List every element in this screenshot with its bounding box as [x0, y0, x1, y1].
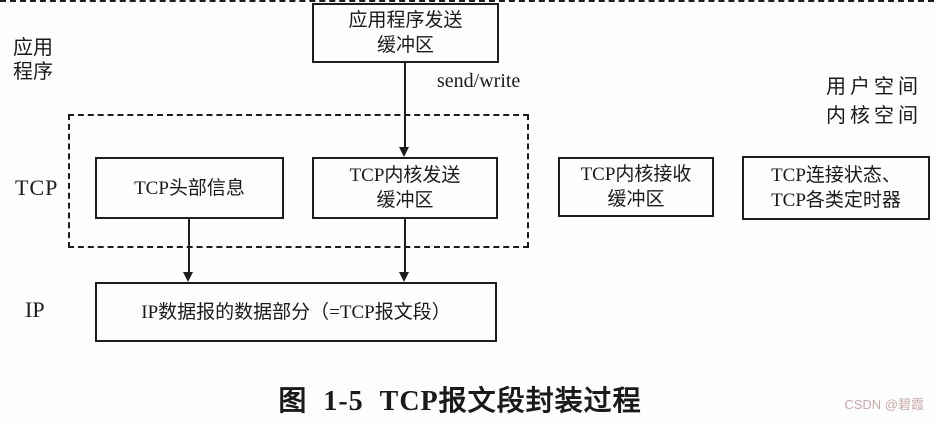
app-send-buffer-box: 应用程序发送 缓冲区 [312, 3, 499, 63]
tcp-layer-label: TCP [15, 175, 59, 200]
ip-datagram-data-box: IP数据报的数据部分（=TCP报文段） [95, 282, 497, 342]
arrow-line-appbuf-to-sendbuf [404, 63, 406, 149]
tcp-kernel-send-buffer-box: TCP内核发送 缓冲区 [312, 157, 498, 219]
arrow-line-sendbuf-to-ip [404, 219, 406, 273]
tcp-kernel-recv-buffer-box: TCP内核接收 缓冲区 [558, 157, 714, 217]
kernel-space-label: 内核空间 [826, 105, 922, 127]
arrowhead-sendbuf-to-ip [399, 272, 409, 282]
tcp-header-info-box: TCP头部信息 [95, 157, 284, 219]
ip-layer-label: IP [25, 297, 45, 322]
arrowhead-appbuf-to-sendbuf [399, 147, 409, 157]
tcp-state-timers-box: TCP连接状态、 TCP各类定时器 [742, 156, 930, 220]
tcp-module-dashed-group [68, 114, 529, 248]
user-space-label: 用户空间 [826, 76, 922, 98]
csdn-watermark: CSDN @碧霞 [844, 397, 924, 412]
arrow-line-header-to-ip [188, 219, 190, 273]
user-kernel-boundary-line [0, 0, 934, 2]
send-write-label: send/write [437, 70, 521, 92]
arrowhead-header-to-ip [183, 272, 193, 282]
application-layer-label: 应用 程序 [13, 37, 53, 83]
figure-caption: 图 1-5 TCP报文段封装过程 [278, 386, 642, 417]
